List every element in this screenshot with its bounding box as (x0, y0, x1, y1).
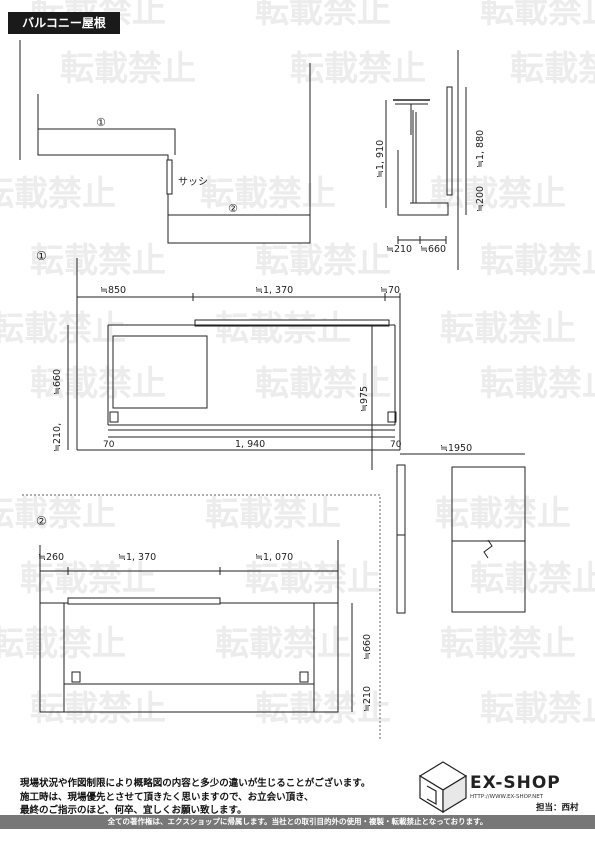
watermark-text: 転載禁止 (245, 559, 381, 599)
dim-1910-label: ≒1, 910 (375, 140, 386, 178)
p1-850-label: ≒850 (100, 285, 126, 296)
watermark-text: 転載禁止 (480, 241, 595, 281)
watermark-text: 転載禁止 (470, 559, 595, 599)
watermark-text: 転載禁止 (200, 174, 336, 214)
watermark-text: 転載禁止 (60, 49, 196, 89)
watermark-text: 転載禁止 (30, 241, 166, 281)
p1-post-right (387, 411, 397, 423)
p1-70-right-label: 70 (390, 440, 402, 450)
watermark-text: 転載禁止 (215, 309, 351, 349)
watermark-text: 転載禁止 (20, 559, 156, 599)
sash-label: サッシ (178, 176, 208, 188)
p1-roof-gutter (194, 319, 390, 327)
watermark-text: 転載禁止 (480, 364, 595, 404)
side-section (385, 50, 467, 270)
balcony-plan-sketch (19, 40, 311, 244)
p2-right-block (313, 602, 339, 713)
watermark-text: 転載禁止 (255, 241, 391, 281)
cube-mark (426, 785, 437, 806)
p1-1940-label: 1, 940 (235, 439, 265, 450)
p1-70-label: ≒70 (380, 285, 400, 296)
dim-210-label: ≒210 (386, 244, 412, 255)
p2-660-label: ≒660 (362, 634, 373, 660)
watermark-text: 転載禁止 (290, 49, 426, 89)
brand-name: EX-SHOP (470, 773, 561, 793)
watermark-text: 転載禁止 (30, 364, 166, 404)
p2-roof-gutter (67, 597, 221, 605)
p2-post-right (299, 671, 309, 683)
note-line-1: 現場状況や作図制限により概略図の内容と多少の違いが生じることがございます。 (20, 778, 371, 789)
p2-1370-label: ≒1, 370 (118, 552, 156, 563)
cube-right (442, 774, 467, 814)
watermark-text: 転載禁止 (440, 624, 576, 664)
watermark-text: 転載禁止 (440, 309, 576, 349)
p1-window (112, 335, 208, 409)
dim-660-label: ≒660 (420, 244, 446, 255)
watermark-text: 転載禁止 (0, 624, 126, 664)
p2-post-left (71, 671, 81, 683)
staff-label: 担当：西村 (536, 803, 579, 813)
p1-post-left (109, 411, 119, 423)
p2-1070-label: ≒1, 070 (255, 552, 293, 563)
copyright-footer: 全ての著作権は、エクスショップに帰属します。当社との取引目的外の使用・複製・転載… (0, 815, 595, 829)
watermark-text: 転載禁止 (255, 0, 391, 31)
plan-1 (67, 258, 401, 470)
watermark-text: 転載禁止 (215, 624, 351, 664)
plan-label-1: ① (96, 116, 106, 129)
p1-975-label: ≒975 (359, 386, 370, 412)
side-base (397, 150, 449, 216)
watermark-text: 転載禁止 (430, 174, 566, 214)
watermark-text: 転載禁止 (205, 494, 341, 534)
elev-side-post (396, 464, 406, 614)
note-line-2: 施工時は、現場優先とさせて頂きたく思いますので、お立会い頂き、 (20, 792, 314, 803)
dim-1880-label: ≒1, 880 (475, 130, 486, 168)
sash-marker (166, 159, 173, 195)
elev-roof-panel (451, 466, 526, 613)
watermark-text: 転載禁止 (0, 174, 116, 214)
p1-660-label: ≒660 (52, 369, 63, 395)
front-elevation (396, 453, 526, 614)
plan-label-2: ② (228, 202, 238, 215)
page-title: バルコニー屋根 (8, 12, 120, 34)
watermark-text: 転載禁止 (480, 0, 595, 31)
elev-break-mark (483, 539, 493, 559)
p1-1370-label: ≒1, 370 (255, 285, 293, 296)
section-1-label: ① (36, 249, 47, 263)
p2-260-label: ≒260 (38, 552, 64, 563)
watermark-layer: 転載禁止転載禁止転載禁止転載禁止転載禁止転載禁止転載禁止転載禁止転載禁止転載禁止… (0, 0, 595, 729)
watermark-text: 転載禁止 (435, 494, 571, 534)
plan-roof-section-1 (38, 128, 176, 155)
watermark-text: 転載禁止 (0, 494, 116, 534)
watermark-text: 転載禁止 (30, 689, 166, 729)
dashed-divider (22, 494, 381, 740)
side-wall-panel (446, 86, 453, 196)
exshop-cube-logo (418, 761, 468, 814)
watermark-text: 転載禁止 (510, 49, 595, 89)
watermark-text: 転載禁止 (0, 309, 126, 349)
plan-room-outline (37, 63, 311, 244)
brand-url: HTTP://WWW.EX-SHOP.NET (470, 794, 544, 800)
p1-70-left-label: 70 (103, 440, 115, 450)
section-2-label: ② (36, 514, 47, 528)
note-line-3: 最終のご指示のほど、何卒、宜しくお願い致します。 (20, 805, 247, 816)
watermark-text: 転載禁止 (255, 689, 391, 729)
elev-1950-label: ≒1950 (440, 443, 472, 454)
plan-2 (39, 540, 353, 713)
watermark-text: 転載禁止 (255, 364, 391, 404)
dim-200-label: ≒200 (475, 186, 486, 212)
p2-210-label: ≒210 (362, 686, 373, 712)
p1-210-label: ≒210, (52, 423, 63, 452)
watermark-text: 転載禁止 (480, 689, 595, 729)
p2-left-block (39, 602, 65, 713)
